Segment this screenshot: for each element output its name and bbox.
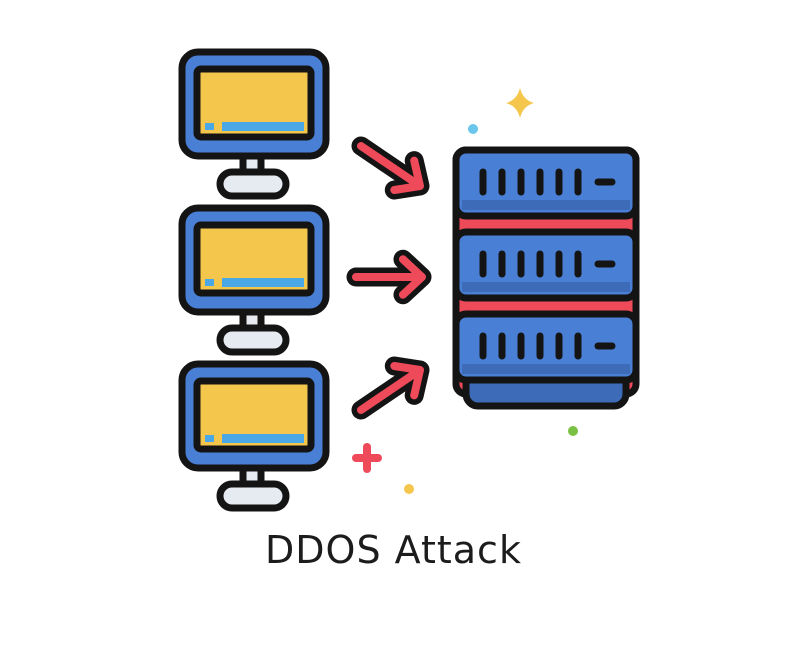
computer-icon bbox=[178, 204, 330, 356]
dot-yellow bbox=[404, 484, 414, 494]
server-unit-body bbox=[452, 310, 640, 384]
monitor-screen bbox=[193, 221, 315, 297]
attacking-computers bbox=[178, 48, 330, 512]
server-unit-shadow bbox=[462, 200, 630, 210]
arrow-icon bbox=[351, 136, 430, 200]
sparkle-icon bbox=[506, 88, 534, 118]
server-unit-body bbox=[452, 146, 640, 220]
screen-dot bbox=[205, 279, 214, 286]
dot-blue bbox=[468, 124, 478, 134]
decorations bbox=[352, 88, 578, 494]
server-unit-body bbox=[452, 228, 640, 302]
arrow-icon bbox=[351, 356, 430, 420]
server-unit-shadow bbox=[462, 282, 630, 292]
arrow-icon bbox=[346, 249, 432, 305]
dot-green bbox=[568, 426, 578, 436]
plus-icon bbox=[352, 443, 382, 473]
computer-icon bbox=[178, 360, 330, 512]
server-unit-shadow bbox=[462, 364, 630, 374]
screen-dot bbox=[205, 123, 214, 130]
server-unit bbox=[452, 228, 640, 302]
computer-base bbox=[216, 168, 290, 200]
server-icon bbox=[452, 146, 640, 410]
monitor-screen bbox=[193, 377, 315, 453]
computer-icon bbox=[178, 48, 330, 200]
arrow-fill bbox=[357, 142, 424, 194]
screen-bar bbox=[222, 122, 304, 131]
monitor-screen bbox=[193, 65, 315, 141]
arrow-fill bbox=[357, 362, 424, 414]
screen-bar bbox=[222, 278, 304, 287]
screen-bar bbox=[222, 434, 304, 443]
computer-base bbox=[216, 480, 290, 512]
server-unit bbox=[452, 310, 640, 384]
screen-dot bbox=[205, 435, 214, 442]
caption-title: DDOS Attack bbox=[265, 528, 522, 572]
computer-base bbox=[216, 324, 290, 356]
server-unit bbox=[452, 146, 640, 220]
arrow-fill bbox=[352, 255, 426, 299]
attack-arrows bbox=[346, 136, 432, 420]
